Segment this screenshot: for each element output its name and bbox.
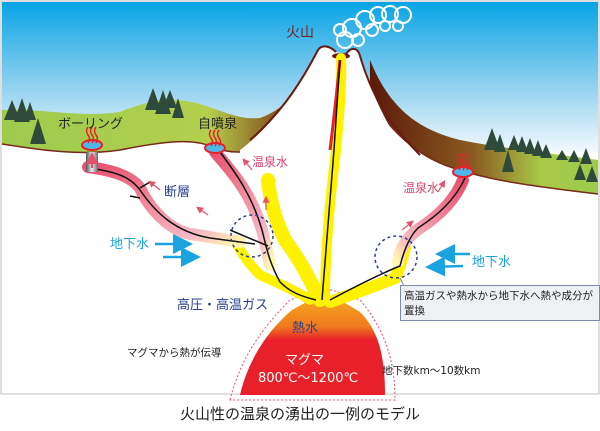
label-heat-conduction: マグマから熱が伝導 xyxy=(127,347,222,359)
magma-chamber xyxy=(240,300,385,395)
label-volcano: 火山 xyxy=(286,25,314,41)
label-magma: マグマ xyxy=(285,353,325,368)
groundwater-arrows xyxy=(155,234,470,277)
flow-arrows xyxy=(148,158,446,231)
spring-pools xyxy=(81,126,474,178)
label-hot-spring-water-right: 温泉水 xyxy=(403,181,440,195)
label-natural-spring: 自噴泉 xyxy=(198,117,238,132)
exchange-circle-left xyxy=(230,214,274,258)
exchange-circle-right xyxy=(374,235,418,279)
label-depth: 地下数km〜10数km xyxy=(382,365,481,377)
fault-lines xyxy=(89,59,466,301)
trees-right xyxy=(484,128,598,182)
label-groundwater-right: 地下水 xyxy=(472,255,512,270)
steam-plume xyxy=(333,5,412,49)
label-magma-temperature: 800℃〜1200℃ xyxy=(258,371,359,386)
label-hot-spring-water-left: 温泉水 xyxy=(252,155,289,169)
label-groundwater-left: 地下水 xyxy=(110,237,150,252)
label-boring: ボーリング xyxy=(58,117,124,132)
exchange-callout: 高温ガスや熱水から地下水へ熱や成分が置換 xyxy=(400,285,600,321)
diagram-caption: 火山性の温泉の湧出の一例のモデル xyxy=(179,405,420,423)
conduction-boundary xyxy=(229,289,396,401)
label-hot-water: 熱水 xyxy=(292,321,319,336)
trees-left xyxy=(4,88,184,144)
label-fault: 断層 xyxy=(164,185,191,200)
label-high-pressure-gas: 高圧・高温ガス xyxy=(177,298,269,313)
